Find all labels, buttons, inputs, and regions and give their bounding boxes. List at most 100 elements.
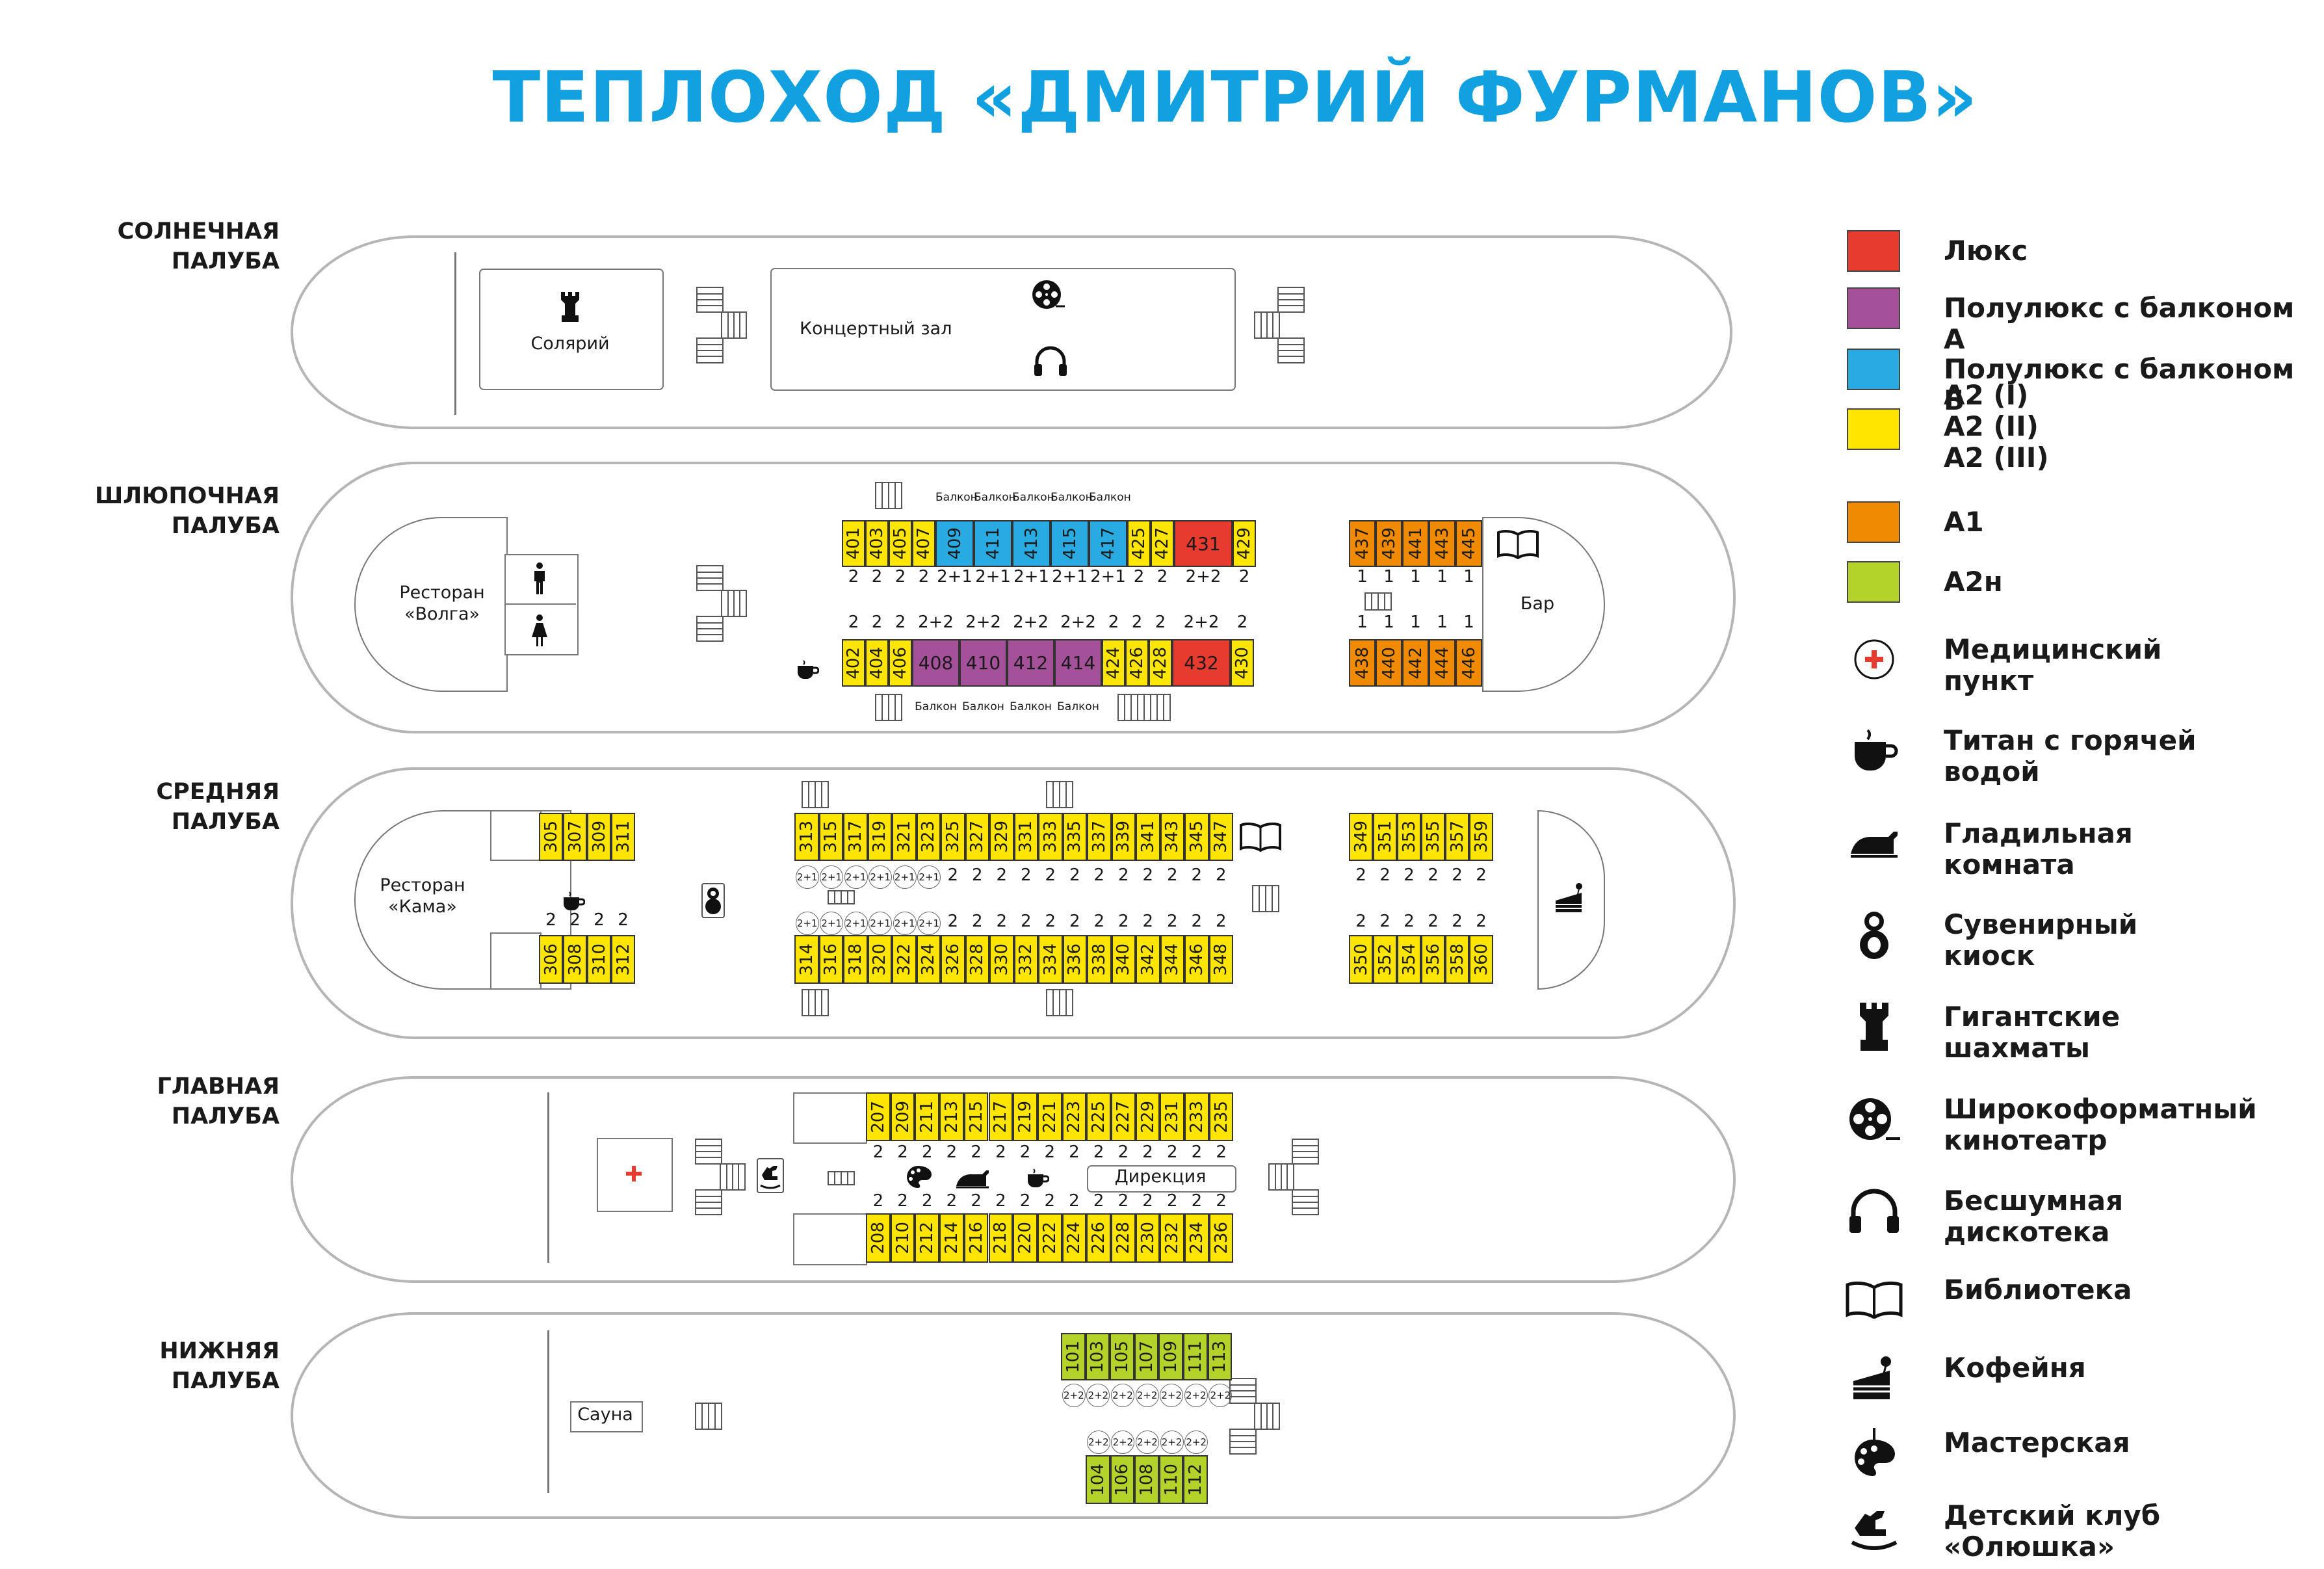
- cabin-number: 333: [1040, 821, 1060, 853]
- berth-count: 2: [594, 910, 605, 930]
- berth-count: 2: [1191, 865, 1203, 885]
- legend-swatch-lux: [1847, 230, 1900, 272]
- middle-stairs-circ: [827, 890, 855, 908]
- cabin-335: 335: [1062, 813, 1087, 861]
- cabin-number: 359: [1471, 821, 1491, 853]
- cabin-103: 103: [1085, 1333, 1110, 1380]
- berth-count: 2: [1191, 912, 1203, 931]
- berth-count: 2: [1044, 1142, 1055, 1162]
- cabin-444: 444: [1429, 639, 1456, 687]
- berth-count: 2+2: [1135, 1384, 1159, 1407]
- cabin-347: 347: [1208, 813, 1233, 861]
- berth-count: 1: [1357, 567, 1368, 587]
- cabin-number: 350: [1351, 943, 1371, 976]
- berth-count: 2: [1404, 865, 1415, 885]
- cabin-215: 215: [963, 1092, 989, 1141]
- cabin-405: 405: [889, 520, 912, 567]
- cabin-317: 317: [843, 813, 868, 861]
- sauna-label: Сауна: [577, 1404, 633, 1425]
- berth-count: 2+1: [917, 865, 941, 889]
- cabin-228: 228: [1111, 1213, 1136, 1263]
- cabin-101: 101: [1061, 1333, 1086, 1380]
- berth-count: 2+1: [868, 912, 893, 935]
- cabin-number: 314: [796, 943, 816, 976]
- cabin-number: 336: [1065, 943, 1085, 976]
- cabin-number: 408: [918, 652, 954, 674]
- boat-stairs-lower-small: [874, 693, 903, 724]
- berth-count: 2: [1216, 1191, 1227, 1211]
- cabin-105: 105: [1110, 1333, 1134, 1380]
- berth-count: 1: [1383, 613, 1394, 632]
- berth-count: 2: [1093, 865, 1105, 885]
- cabin-number: 430: [1233, 646, 1252, 679]
- cabin-313: 313: [794, 813, 819, 861]
- berth-count: 2+2: [1013, 613, 1049, 632]
- matryoshka-icon: [1845, 906, 1903, 962]
- middle-stairs-top-2: [1045, 780, 1074, 811]
- sauna-room: [570, 1401, 643, 1432]
- cabin-320: 320: [867, 935, 892, 984]
- cabin-311: 311: [611, 813, 635, 861]
- berth-count: 2: [1117, 1142, 1129, 1162]
- cabin-number: 424: [1104, 646, 1123, 679]
- cabin-number: 322: [894, 943, 914, 976]
- cabin-112: 112: [1183, 1455, 1208, 1504]
- cabin-312: 312: [611, 935, 635, 984]
- berth-count: 2: [1117, 1191, 1129, 1211]
- berth-count: 2: [1045, 865, 1056, 885]
- main-stairs-aft: [1268, 1138, 1320, 1219]
- berth-count: 2: [1142, 912, 1154, 931]
- cabin-number: 236: [1211, 1222, 1231, 1254]
- berth-count: 2+2: [1111, 1384, 1134, 1407]
- cabin-number: 306: [541, 943, 561, 976]
- cabin-number: 229: [1138, 1100, 1158, 1133]
- berth-count: 2: [947, 865, 959, 885]
- cabin-325: 325: [941, 813, 965, 861]
- cabin-225: 225: [1086, 1092, 1111, 1141]
- cabin-328: 328: [965, 935, 989, 984]
- cabin-number: 401: [844, 527, 863, 560]
- cabin-440: 440: [1376, 639, 1402, 687]
- berth-count: 2: [1215, 912, 1227, 931]
- balcony-label: Балкон: [915, 700, 957, 713]
- cabin-number: 235: [1211, 1100, 1231, 1133]
- legend-text: А2н: [1944, 566, 2003, 598]
- hot-water-cup-icon: [1025, 1165, 1051, 1191]
- cabin-443: 443: [1429, 520, 1456, 567]
- cabin-441: 441: [1402, 520, 1429, 567]
- cabin-number: 339: [1114, 821, 1134, 853]
- middle-fore-service-top: [490, 810, 542, 861]
- berth-count: 2+2: [1184, 1384, 1208, 1407]
- cabin-number: 101: [1063, 1340, 1083, 1373]
- cabin-224: 224: [1062, 1213, 1087, 1263]
- cabin-230: 230: [1135, 1213, 1160, 1263]
- cabin-number: 318: [845, 943, 865, 976]
- lower-deck-hull: [291, 1312, 1736, 1519]
- balcony-label: Балкон: [962, 700, 1004, 713]
- cabin-number: 309: [589, 821, 609, 853]
- cabin-number: 109: [1161, 1340, 1181, 1373]
- cabin-number: 107: [1136, 1340, 1156, 1373]
- berth-count: 2: [1044, 1191, 1055, 1211]
- direction-office-label: Дирекция: [1114, 1167, 1207, 1187]
- cabin-409: 409: [935, 520, 974, 567]
- restaurant-volga-label: Ресторан«Волга»: [399, 583, 485, 624]
- cabin-209: 209: [890, 1092, 915, 1141]
- chess-rook-icon: [1845, 999, 1903, 1055]
- cabin-number: 232: [1162, 1222, 1182, 1254]
- cabin-220: 220: [1013, 1213, 1038, 1263]
- cabin-235: 235: [1208, 1092, 1234, 1141]
- cabin-342: 342: [1136, 935, 1160, 984]
- cabin-408: 408: [912, 639, 960, 687]
- balcony-label: Балкон: [1089, 491, 1131, 504]
- sun-deck-stern-line: [454, 252, 456, 415]
- berth-count: 2: [1142, 1191, 1153, 1211]
- cabin-number: 444: [1432, 646, 1452, 679]
- cabin-346: 346: [1184, 935, 1209, 984]
- cabin-233: 233: [1184, 1092, 1209, 1141]
- solarium-label: Солярий: [530, 334, 610, 354]
- cabin-438: 438: [1349, 639, 1376, 687]
- berth-count: 2: [1166, 865, 1178, 885]
- main-stairs-circ: [827, 1170, 855, 1189]
